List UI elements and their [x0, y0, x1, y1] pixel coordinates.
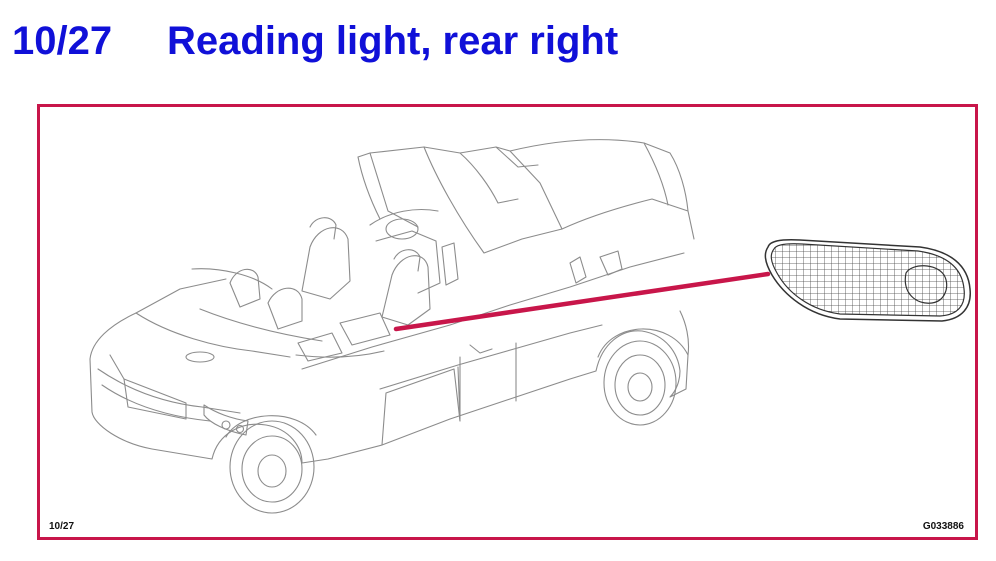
figure-illustration — [89, 139, 971, 514]
convertible-car-icon — [89, 139, 695, 514]
heading-number: 10/27 — [12, 19, 113, 63]
figure-page-reference: 10/27 — [49, 521, 75, 532]
page-heading: 10/27 Reading light, rear right — [12, 16, 618, 66]
heading-title: Reading light, rear right — [167, 19, 619, 63]
reading-light-lens-icon — [764, 239, 971, 322]
figure-code: G033886 — [922, 521, 964, 532]
leader-line — [393, 271, 771, 332]
figure-frame: 10/27 G033886 — [37, 104, 978, 540]
